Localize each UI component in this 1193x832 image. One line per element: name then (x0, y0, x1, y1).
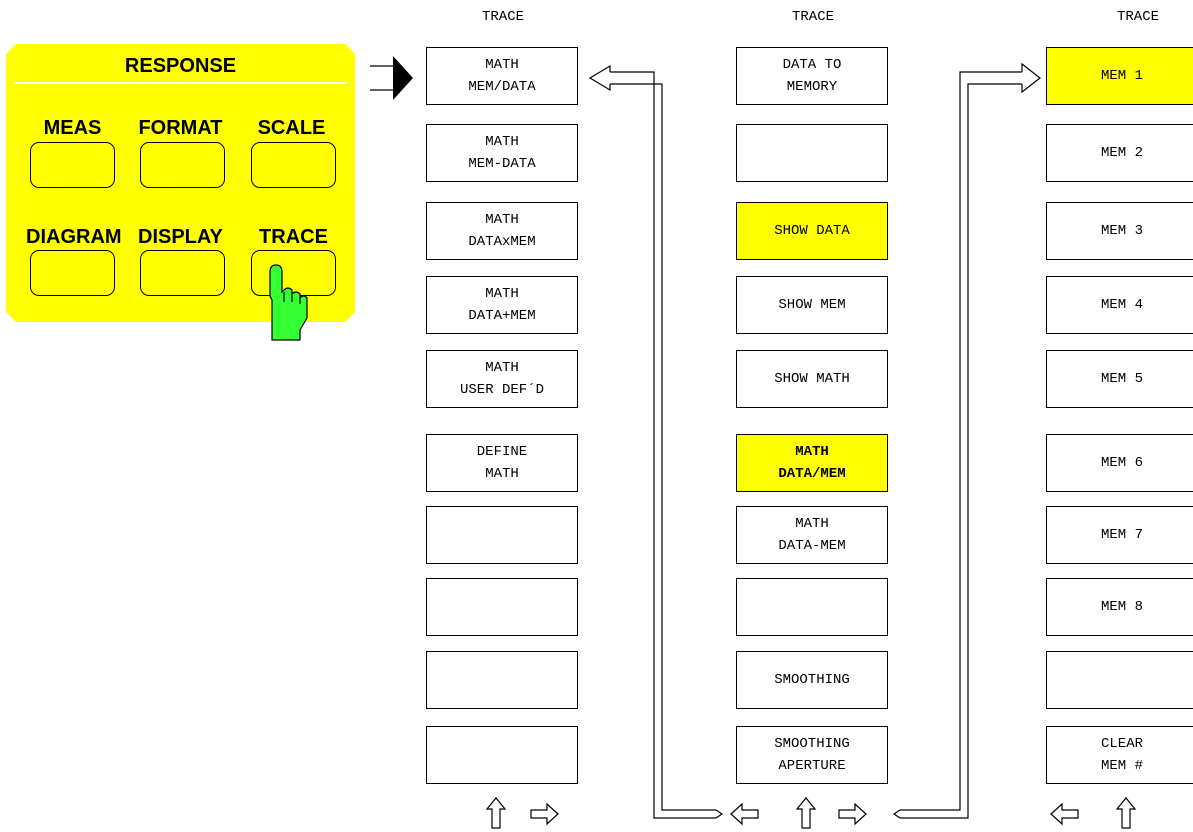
softkey-label-line: DATA TO (782, 57, 842, 73)
softkey-label-line: SMOOTHING (774, 736, 850, 752)
softkey-label-line: MATH (485, 286, 519, 302)
softkey-col3-2[interactable]: MEM 2 (1046, 124, 1193, 182)
diagram-key[interactable] (30, 250, 115, 296)
arrow-up-icon[interactable] (485, 797, 507, 829)
arrow-up-icon[interactable] (1115, 797, 1137, 829)
arrow-right-icon (370, 56, 413, 100)
response-panel: RESPONSE MEAS FORMAT SCALE DIAGRAM DISPL… (6, 44, 355, 322)
softkey-col1-4[interactable]: MATH DATA+MEM (426, 276, 578, 334)
softkey-col3-9[interactable] (1046, 651, 1193, 709)
softkey-label-line: MATH (485, 466, 519, 482)
softkey-label-line: MATH (485, 360, 519, 376)
softkey-label-line: MATH (485, 57, 519, 73)
meas-key[interactable] (30, 142, 115, 188)
format-label: FORMAT (138, 117, 223, 139)
softkey-label-line: MEM 4 (1100, 297, 1143, 313)
softkey-label-line: SHOW MATH (774, 371, 850, 387)
softkey-col3-8[interactable]: MEM 8 (1046, 578, 1193, 636)
softkey-label-line: MATH (485, 212, 519, 228)
connector-col2-to-col3 (892, 62, 1041, 819)
softkey-label-line: MEM 8 (1100, 599, 1143, 615)
softkey-label-line: MATH (485, 134, 519, 150)
softkey-label-line: DATA+MEM (468, 308, 536, 324)
softkey-col3-5[interactable]: MEM 5 (1046, 350, 1193, 408)
softkey-label-line: MEM 2 (1100, 145, 1143, 161)
softkey-label-line: MEM 3 (1100, 223, 1143, 239)
softkey-label-line: MATH (795, 444, 829, 460)
trace-label: TRACE (259, 226, 328, 248)
softkey-col1-10[interactable] (426, 726, 578, 784)
softkey-label-line: MEM 1 (1100, 68, 1143, 84)
arrow-right-icon[interactable] (838, 802, 867, 826)
softkey-col2-10[interactable]: SMOOTHING APERTURE (736, 726, 888, 784)
softkey-label-line: MEM # (1100, 758, 1143, 774)
meas-label: MEAS (43, 117, 102, 139)
display-key[interactable] (140, 250, 225, 296)
softkey-col1-1[interactable]: MATH MEM/DATA (426, 47, 578, 105)
connector-col2-to-col1 (588, 64, 724, 819)
format-key[interactable] (140, 142, 225, 188)
arrow-up-icon[interactable] (795, 797, 817, 829)
softkey-col3-10[interactable]: CLEAR MEM # (1046, 726, 1193, 784)
softkey-col2-2[interactable] (736, 124, 888, 182)
column-header-3: TRACE (1116, 9, 1159, 25)
softkey-col2-7[interactable]: MATH DATA-MEM (736, 506, 888, 564)
softkey-label-line: DEFINE (476, 444, 528, 460)
softkey-label-line: MATH (795, 516, 829, 532)
diagram-label: DIAGRAM (26, 226, 122, 248)
softkey-col1-6[interactable]: DEFINE MATH (426, 434, 578, 492)
scale-label: SCALE (257, 117, 326, 139)
softkey-col2-8[interactable] (736, 578, 888, 636)
softkey-label-line: MEM-DATA (468, 156, 536, 172)
display-label: DISPLAY (138, 226, 223, 248)
softkey-label-line: MEMORY (786, 79, 838, 95)
softkey-col3-7[interactable]: MEM 7 (1046, 506, 1193, 564)
softkey-col2-5[interactable]: SHOW MATH (736, 350, 888, 408)
softkey-col1-5[interactable]: MATH USER DEF´D (426, 350, 578, 408)
softkey-label-line: SMOOTHING (774, 672, 850, 688)
softkey-col2-4[interactable]: SHOW MEM (736, 276, 888, 334)
arrow-left-icon[interactable] (730, 802, 759, 826)
softkey-label-line: APERTURE (778, 758, 846, 774)
softkey-col1-8[interactable] (426, 578, 578, 636)
arrow-right-icon[interactable] (530, 802, 559, 826)
softkey-label-line: DATAxMEM (468, 234, 536, 250)
softkey-col3-1[interactable]: MEM 1 (1046, 47, 1193, 105)
softkey-label-line: DATA/MEM (778, 466, 846, 482)
softkey-label-line: MEM 5 (1100, 371, 1143, 387)
scale-key[interactable] (251, 142, 336, 188)
softkey-col3-6[interactable]: MEM 6 (1046, 434, 1193, 492)
softkey-col1-7[interactable] (426, 506, 578, 564)
column-header-2: TRACE (791, 9, 834, 25)
softkey-col3-3[interactable]: MEM 3 (1046, 202, 1193, 260)
softkey-label-line: SHOW DATA (774, 223, 850, 239)
panel-title: RESPONSE (124, 55, 237, 77)
softkey-col1-9[interactable] (426, 651, 578, 709)
softkey-label-line: CLEAR (1100, 736, 1143, 752)
arrow-left-icon[interactable] (1050, 802, 1079, 826)
softkey-col3-4[interactable]: MEM 4 (1046, 276, 1193, 334)
softkey-col2-1[interactable]: DATA TO MEMORY (736, 47, 888, 105)
column-header-1: TRACE (481, 9, 524, 25)
softkey-label-line: USER DEF´D (459, 382, 544, 398)
softkey-col1-3[interactable]: MATH DATAxMEM (426, 202, 578, 260)
pointing-hand-icon (269, 264, 308, 341)
softkey-label-line: MEM/DATA (468, 79, 536, 95)
softkey-label-line: SHOW MEM (778, 297, 846, 313)
softkey-label-line: MEM 6 (1100, 455, 1143, 471)
softkey-col1-2[interactable]: MATH MEM-DATA (426, 124, 578, 182)
softkey-col2-6[interactable]: MATH DATA/MEM (736, 434, 888, 492)
softkey-col2-9[interactable]: SMOOTHING (736, 651, 888, 709)
softkey-col2-3[interactable]: SHOW DATA (736, 202, 888, 260)
softkey-label-line: MEM 7 (1100, 527, 1143, 543)
softkey-label-line: DATA-MEM (778, 538, 846, 554)
